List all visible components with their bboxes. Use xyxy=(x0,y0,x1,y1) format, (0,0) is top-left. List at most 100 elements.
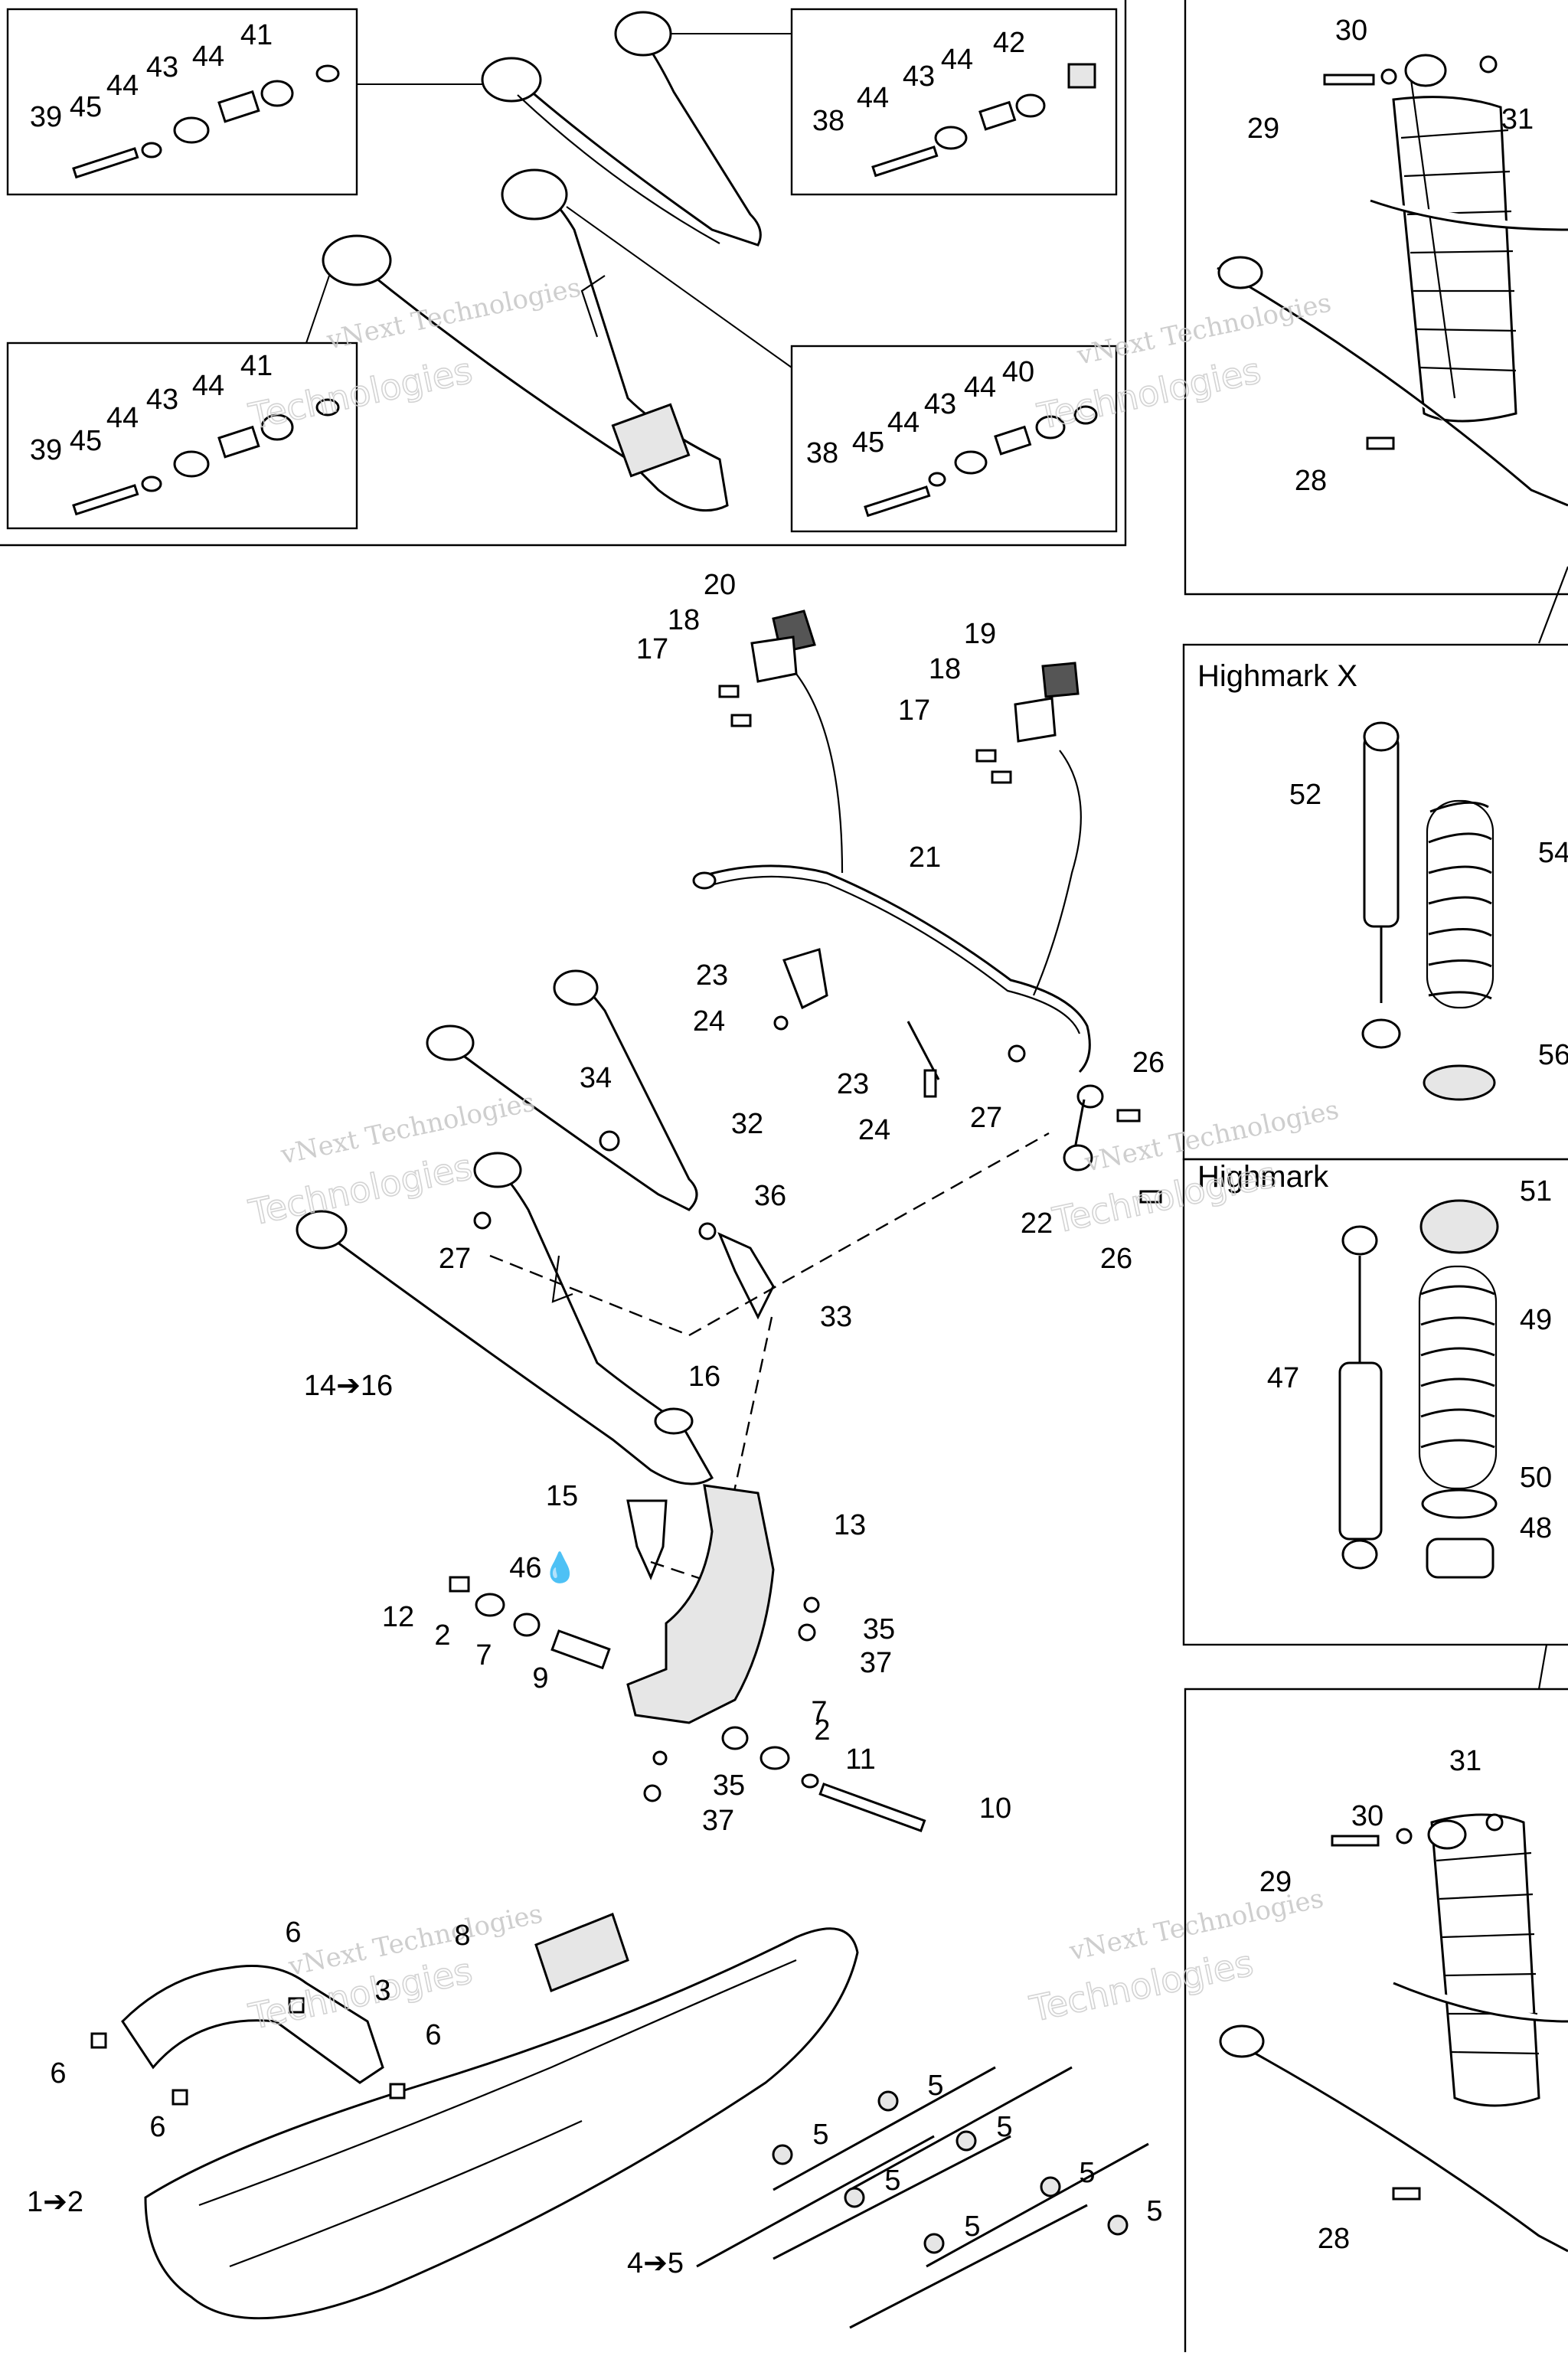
washer-35b xyxy=(652,1750,668,1766)
shock-47-eyelet-top xyxy=(1341,1225,1378,1256)
shock-upper-axis xyxy=(1407,62,1456,399)
spring-cup-51 xyxy=(1419,1199,1499,1254)
watermark-1b: Technologies xyxy=(245,350,475,437)
callout-c-5f: 5 xyxy=(964,2211,980,2243)
bushing-kit-ll xyxy=(72,398,340,516)
bolt-17b xyxy=(730,714,752,727)
washer-36 xyxy=(698,1222,717,1240)
shock-47-eyelet-bottom xyxy=(1341,1539,1378,1570)
bracket-18a xyxy=(750,636,798,683)
callout-c-46: 46💧 xyxy=(509,1551,578,1584)
nut-27a xyxy=(1008,1044,1026,1063)
shock-47-body xyxy=(1338,1361,1383,1541)
callout-c-35a: 35 xyxy=(863,1613,895,1645)
a-arm-right-bushing xyxy=(1217,256,1263,289)
spindle-assembly xyxy=(449,1484,926,1832)
callout-c-6b: 6 xyxy=(425,2019,441,2051)
callout-c-26b: 26 xyxy=(1100,1243,1132,1275)
callout-c-37a: 37 xyxy=(860,1647,892,1679)
bolt-17c xyxy=(975,749,997,763)
bushing-44h xyxy=(1035,415,1066,440)
callout-c-5g: 5 xyxy=(1146,2195,1162,2227)
ring-50 xyxy=(1421,1488,1498,1519)
upper-a-arm-32-bushing-a xyxy=(426,1024,475,1061)
ski-1-2 xyxy=(144,1927,859,2320)
callout-c-42: 42 xyxy=(993,27,1025,59)
callout-c-56: 56 xyxy=(1538,1039,1568,1071)
lower-a-arm-bushing-b xyxy=(473,1152,522,1188)
a-arm-lower-right-lower xyxy=(1224,2035,1568,2253)
lower-a-arm-14-16 xyxy=(313,1162,714,1485)
callout-c-27b: 27 xyxy=(439,1243,471,1275)
callout-c-9: 9 xyxy=(532,1662,548,1694)
callout-c-12b: 1➔2 xyxy=(27,2186,83,2218)
callout-c-2b: 2 xyxy=(814,1714,830,1747)
shock-52-eyelet-top xyxy=(1363,721,1400,752)
callout-c-21: 21 xyxy=(909,841,941,874)
callout-c-16: 16 xyxy=(688,1361,720,1393)
stud-5g xyxy=(1107,2214,1129,2236)
callout-c-10: 10 xyxy=(979,1792,1011,1825)
callout-c-2a: 2 xyxy=(434,1619,450,1652)
bolt-6a xyxy=(90,2032,107,2049)
callout-c-7b: 7 xyxy=(811,1696,827,1728)
callout-c-47: 47 xyxy=(1267,1362,1299,1394)
runner-4-5-c xyxy=(849,2142,1149,2329)
link-22-top xyxy=(1076,1084,1104,1109)
upper-panel-a-arms xyxy=(305,11,792,512)
callout-c-43a: 43 xyxy=(146,51,178,83)
stud-5f xyxy=(923,2233,945,2254)
dash-arm-link xyxy=(489,1254,690,1337)
callout-c-38b: 38 xyxy=(806,437,838,469)
main-a-arms xyxy=(296,969,1050,1586)
callout-c-5d: 5 xyxy=(884,2165,900,2197)
callout-c-43b: 43 xyxy=(903,60,935,93)
callout-c-32: 32 xyxy=(731,1108,763,1140)
a-arm-upper-right-upper xyxy=(1370,199,1568,231)
ski-handle-8 xyxy=(534,1913,629,1992)
callout-c-44b: 44 xyxy=(106,70,139,102)
bushing-44c xyxy=(173,450,210,478)
highmark-x-parts xyxy=(1361,721,1496,1101)
callout-c-1416: 14➔16 xyxy=(304,1370,393,1402)
callout-c-27a: 27 xyxy=(970,1102,1002,1134)
callout-c-24b: 24 xyxy=(858,1114,890,1146)
callout-c-38a: 38 xyxy=(812,105,844,137)
nut-31a xyxy=(1479,55,1498,74)
callout-c-44h: 44 xyxy=(887,407,920,439)
dash-spindle xyxy=(650,1560,720,1586)
callout-c-52: 52 xyxy=(1289,779,1321,811)
spring-54 xyxy=(1426,799,1494,1009)
ski-1-2-edge xyxy=(198,1959,797,2207)
upper-a-arm-bushing-right xyxy=(614,11,672,57)
callout-c-20: 20 xyxy=(704,569,736,601)
callout-c-26a: 26 xyxy=(1132,1047,1165,1079)
bushing-kit-ul xyxy=(72,64,340,179)
bracket-18b xyxy=(1014,697,1057,743)
link-22-bottom xyxy=(1063,1144,1093,1171)
sway-bar-21 xyxy=(702,864,1091,1073)
upper-a-arm-32-bushing-b xyxy=(553,969,599,1006)
bolt-17d xyxy=(991,770,1012,784)
shock-assembly-lower xyxy=(1219,1644,1568,2253)
a-arm-lower-right-upper xyxy=(1393,1982,1568,2023)
watermark-6b: Technologies xyxy=(1026,1943,1256,2030)
bolt-6d xyxy=(389,2083,406,2099)
callout-c-29b: 29 xyxy=(1259,1866,1292,1898)
sleeve-43b xyxy=(217,425,260,459)
detail-box-upper-right xyxy=(790,8,1118,196)
callout-c-43c: 43 xyxy=(146,384,178,416)
bolt-10 xyxy=(818,1783,926,1832)
highmark-x-title: Highmark X xyxy=(1197,659,1357,693)
shock-upper-coils xyxy=(1400,129,1517,372)
callout-c-6d: 6 xyxy=(149,2111,165,2143)
bolt-6c xyxy=(288,1997,305,2014)
callout-c-6c: 6 xyxy=(50,2057,66,2090)
callout-c-12: 12 xyxy=(382,1601,414,1633)
bushing-44e xyxy=(934,126,968,150)
callout-c-45d: 4➔5 xyxy=(627,2247,684,2279)
callout-c-24a: 24 xyxy=(693,1005,725,1037)
callout-c-41a: 41 xyxy=(240,19,273,51)
bushing-44 xyxy=(173,116,210,144)
